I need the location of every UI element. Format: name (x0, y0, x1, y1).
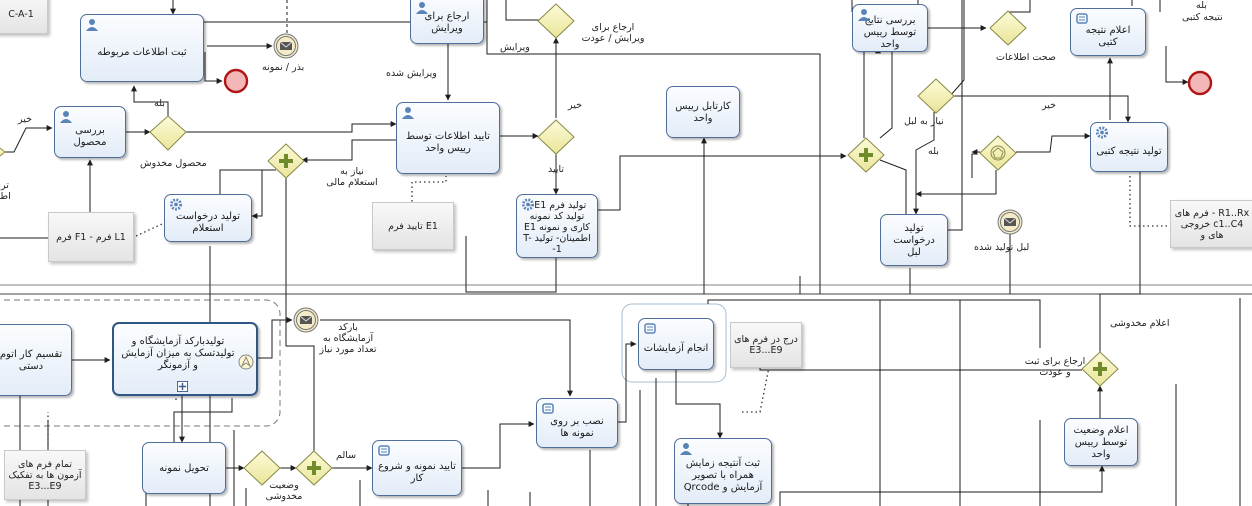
flow-lab-gw-yes (913, 112, 935, 215)
script-task-icon (378, 445, 390, 456)
label-edit-top: ویرایش (500, 42, 530, 53)
perform-tests-group (621, 303, 727, 383)
task-announce-status[interactable]: اعلام وضعیت توسط رییس واحد (1064, 418, 1138, 466)
label-lab-barcode-msg: بارکد آزمایشگاه به تعداد مورد نیاز (319, 322, 377, 355)
label-no-left: خیر (18, 114, 32, 125)
user-task-icon (60, 111, 72, 123)
flow-announce-to-end (1165, 46, 1189, 85)
gateway-product-check (149, 115, 187, 151)
gateway-shapes (0, 3, 1119, 486)
task-announce-written-result[interactable]: اعلام نتیجه کتبی (1070, 8, 1146, 56)
user-task-icon (416, 2, 428, 14)
flow-parallel-to-request (251, 169, 276, 219)
label-no-mid: خیر (568, 100, 582, 111)
task-produce-written-result[interactable]: تولید نتیجه کتبی (1090, 122, 1168, 172)
label-yes-mid-right: بله (928, 146, 939, 157)
flow-gw-yes-to-register (131, 85, 169, 118)
label-written-result: نتیجه کتبی (1182, 12, 1223, 23)
note-forms-r1-rx: R1..Rx - فرم های c1..C4 خروجی های و (1170, 200, 1252, 248)
service-task-gear-icon (1095, 126, 1109, 139)
message-event-lab (997, 209, 1023, 235)
message-event-seed (273, 33, 299, 59)
user-task-icon (680, 443, 692, 455)
note-forms-l1-f1: L1 فرم - F1 فرم (48, 212, 134, 262)
note-insert-forms-e3-e9: درج در فرم های E3...E9 (730, 322, 802, 368)
event-shapes (223, 33, 1213, 333)
flow-subprocess-to-message (258, 317, 293, 359)
flow-e1-to-parallel-right (598, 153, 847, 211)
script-task-icon (1076, 13, 1088, 24)
label-confirm: تایید (548, 164, 565, 175)
label-damaged-status: وضعیت مخدوشی (265, 480, 303, 502)
end-event-top-right (1187, 70, 1213, 96)
task-confirm-info-unit-head[interactable]: تایید اطلاعات توسط رییس واحد (396, 102, 500, 174)
label-needs-financial-inquiry: نیاز به استعلام مالی (326, 166, 378, 188)
label-no-right: خیر (1042, 100, 1056, 111)
gateway-needs-lab (917, 78, 955, 114)
flow-confirm-to-parallel (301, 139, 396, 163)
end-event-top (223, 68, 249, 94)
script-task-icon (644, 323, 656, 334)
flow-parallel-up (283, 169, 315, 452)
service-task-gear-icon (169, 198, 183, 211)
flow-event-gw (1016, 133, 1091, 153)
task-review-results[interactable]: بررسی نتایج توسط رییس واحد (852, 4, 928, 52)
user-task-icon (858, 9, 870, 21)
task-return-for-edit[interactable]: ارجاع برای ویرایش (410, 0, 484, 44)
label-product-accepted: محصول مخدوش (140, 158, 207, 169)
subprocess-expand-icon[interactable] (177, 381, 188, 392)
gateway-info-correct (989, 10, 1027, 46)
escalation-icon (238, 354, 254, 370)
flow-register-to-end (204, 52, 223, 84)
flow-no-right (954, 95, 1131, 123)
task-register-test-result[interactable]: ثبت آنتیجه زمایش همراه با تصویر آزمایش و… (674, 438, 772, 504)
note-all-test-forms: تمام فرم های آزمون ها به تفکیک E3...E9 (4, 450, 86, 500)
label-needs-lab: نیاز به لبل (904, 116, 944, 127)
task-split-manual-work[interactable]: تقسیم کار اتوم دستی (0, 324, 72, 396)
gateway-confirm-e1 (537, 119, 575, 155)
message-event-barcode (293, 307, 319, 333)
flow-gw-edit-back (505, 0, 541, 21)
user-task-icon (86, 19, 98, 31)
flow-parallel-to-review (863, 47, 881, 138)
label-yes-top-right: بله (1196, 0, 1207, 11)
service-task-gear-icon (521, 198, 535, 211)
task-confirm-sample-start[interactable]: تایید نمونه و شروع کار (372, 440, 462, 496)
task-unit-head-cartable[interactable]: کارتابل رییس واحد (666, 86, 740, 138)
flow-install-to-tests (618, 341, 637, 423)
gateway-event-based (979, 135, 1017, 171)
label-announce-damaged: اعلام مخدوشی (1110, 318, 1170, 329)
label-left-cut: تر اط (0, 180, 11, 202)
label-yes-left: بله (154, 98, 165, 109)
label-edited: ویرایش شده (386, 68, 437, 79)
task-register-related-info[interactable]: ثبت اطلاعات مربوطه (80, 14, 204, 82)
task-produce-lab-request[interactable]: تولید درخواست لبل (880, 214, 948, 266)
task-deliver-sample[interactable]: تحویل نمونه (142, 442, 226, 494)
flow-edit-line (486, 0, 821, 294)
flow-gw-to-confirm (186, 121, 397, 133)
task-produce-form-e1[interactable]: تولید فرم E1 - تولید کد نمونه کاری و نمو… (516, 194, 598, 258)
task-request-inquiry[interactable]: تولید درخواست استعلام (164, 194, 252, 242)
label-healthy: سالم (336, 450, 357, 461)
flow-tests-to-register (675, 370, 723, 439)
user-task-icon (402, 107, 414, 119)
label-return-for-edit-feedback: ارجاع برای ویرایش / عودت (581, 22, 645, 44)
label-correct-information: صحت اطلاعات (996, 52, 1056, 63)
subprocess-lab-barcode[interactable]: تولیدبارکد آزمایشگاه و تولیدتسک به میزان… (112, 322, 258, 396)
note-form-e1-confirm: E1 تایید فرم (372, 202, 454, 250)
task-check-product[interactable]: بررسی محصول (54, 106, 126, 158)
script-task-icon (542, 403, 554, 414)
subprocess-group-frame (0, 299, 281, 427)
label-return-for-register: ارجاع برای ثبت و عودت (1024, 356, 1086, 378)
task-perform-tests[interactable]: انجام آزمایشات (638, 318, 714, 370)
label-lab-produced: لبل تولید شده (974, 242, 1030, 253)
label-seed-sample: بذر / نمونه (262, 62, 305, 73)
gateway-return-edit (537, 3, 575, 39)
note-top-left-id: C-A-1 (0, 0, 48, 34)
task-install-on-samples[interactable]: نصب بر روی نمونه ها (536, 398, 618, 448)
gateway-damaged (243, 450, 281, 486)
